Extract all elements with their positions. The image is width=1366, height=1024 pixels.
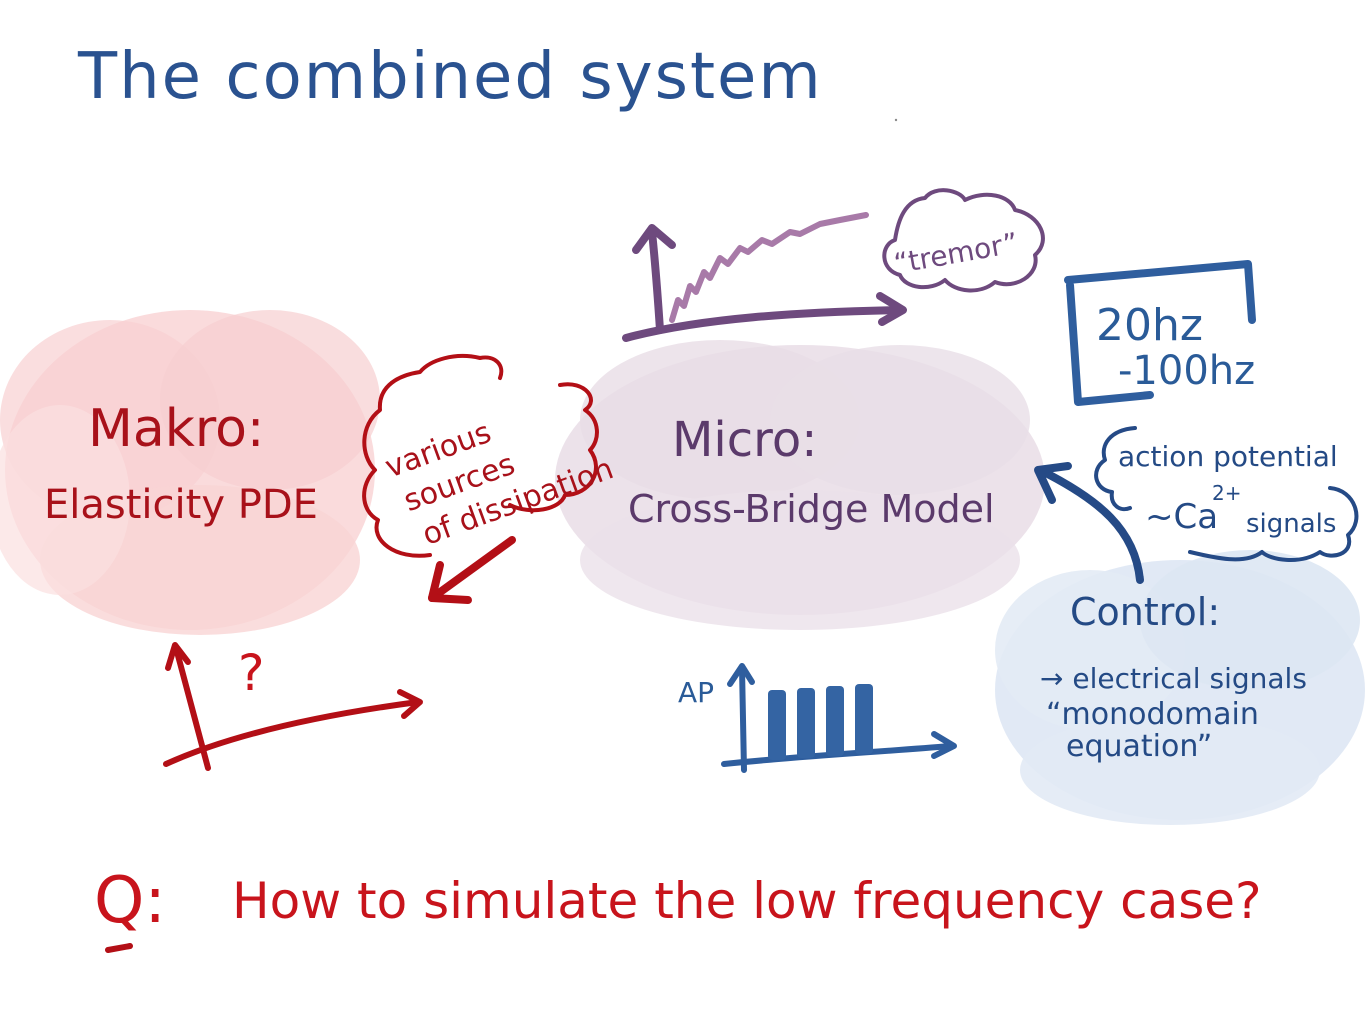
ap-pulse: [797, 688, 815, 758]
ap-plot-y-axis: [739, 665, 747, 773]
ap-pulse: [826, 686, 844, 756]
control-to-micro-arrow: [1034, 462, 1144, 584]
ap-pulse: [855, 684, 873, 754]
question-prefix: Q:: [94, 864, 166, 938]
makro-heading: Makro:: [88, 399, 264, 459]
ap-plot-x-arrowhead: [931, 731, 957, 759]
stray-dot: [894, 118, 898, 122]
ap-axis-label: AP: [678, 676, 714, 709]
ap-plot-y-arrowhead: [727, 663, 755, 687]
tremor-label: “tremor”: [891, 226, 1020, 280]
makro-subtitle: Elasticity PDE: [44, 482, 318, 528]
ap-plot: [721, 663, 957, 773]
question-text: How to simulate the low frequency case?: [232, 872, 1262, 930]
frequency-upper: 20hz: [1096, 300, 1203, 351]
control-line-equation: equation”: [1066, 729, 1212, 764]
control-line-electrical: → electrical signals: [1040, 662, 1307, 695]
micro-cloud: [555, 340, 1045, 630]
signal-line-signals: signals: [1246, 509, 1336, 539]
tremor-plot-x-arrowhead: [876, 292, 907, 326]
makro-plot: [163, 642, 423, 771]
control-cloud: [995, 550, 1365, 825]
makro-cloud: [0, 310, 380, 635]
makro-plot-x-axis: [163, 699, 421, 767]
micro-heading: Micro:: [672, 412, 817, 468]
makro-plot-y-arrowhead: [165, 642, 191, 671]
signal-bubble: [1094, 426, 1359, 562]
makro-plot-unknown: ?: [238, 644, 265, 702]
dissipation-bubble: [362, 353, 599, 558]
question-underline: [105, 943, 133, 953]
tremor-plot-y-axis: [648, 228, 664, 334]
tremor-bubble: [882, 188, 1045, 293]
tremor-curve: [669, 212, 869, 323]
signal-line-action-potential: action potential: [1118, 440, 1338, 473]
micro-subtitle: Cross-Bridge Model: [628, 487, 995, 531]
diagram-title: The combined system: [77, 40, 823, 114]
tremor-plot-x-axis: [622, 306, 904, 342]
signal-ca-prefix: ~Ca: [1145, 497, 1218, 537]
tremor-plot: [622, 212, 907, 342]
frequency-lower: -100hz: [1118, 348, 1255, 394]
control-heading: Control:: [1070, 590, 1220, 634]
frequency-box: [1064, 260, 1256, 406]
signal-ca-superscript: 2+: [1212, 481, 1241, 505]
dissipation-arrow: [428, 536, 516, 604]
ap-pulses: [768, 684, 873, 760]
ap-pulse: [768, 690, 786, 760]
makro-plot-x-arrowhead: [397, 689, 423, 719]
control-line-monodomain: “monodomain: [1046, 697, 1259, 732]
tremor-plot-y-arrowhead: [632, 224, 676, 254]
